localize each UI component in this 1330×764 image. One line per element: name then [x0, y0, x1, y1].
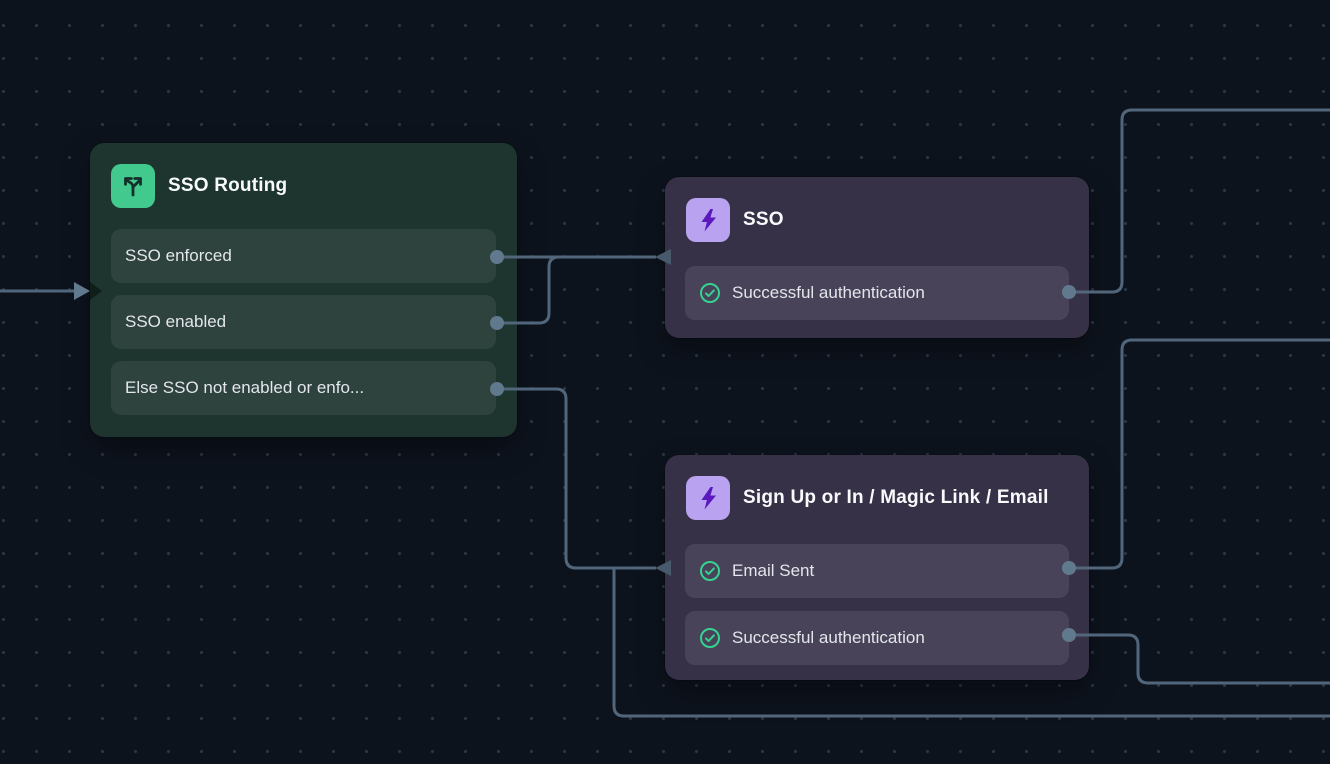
node-sso-routing[interactable]: SSO Routing SSO enforced SSO enabled Els… — [90, 143, 517, 437]
edge-sso-success-to-offscreen[interactable] — [1069, 108, 1330, 294]
condition-row-else[interactable]: Else SSO not enabled or enfo... — [111, 361, 496, 415]
edge-email-sent-to-offscreen[interactable] — [1069, 338, 1330, 570]
check-circle-icon — [699, 627, 721, 649]
edge-arrowhead-icon — [74, 282, 90, 300]
edge-sso-enabled-to-sso[interactable] — [497, 255, 656, 325]
row-label: SSO enforced — [125, 246, 232, 265]
node-title: Sign Up or In / Magic Link / Email — [743, 487, 1049, 508]
node-sign-up-or-in[interactable]: Sign Up or In / Magic Link / Email Email… — [665, 455, 1089, 680]
node-header: Sign Up or In / Magic Link / Email — [665, 455, 1089, 520]
edge-else-to-sign-up[interactable] — [497, 387, 656, 570]
condition-row-sso-enforced[interactable]: SSO enforced — [111, 229, 496, 283]
output-row-successful-authentication[interactable]: Successful authentication — [685, 266, 1069, 320]
node-title: SSO Routing — [168, 175, 288, 196]
lightning-icon — [686, 476, 730, 520]
node-header: SSO — [665, 177, 1089, 242]
condition-row-sso-enabled[interactable]: SSO enabled — [111, 295, 496, 349]
node-title: SSO — [743, 209, 784, 230]
node-header: SSO Routing — [90, 143, 517, 208]
check-circle-icon — [699, 560, 721, 582]
output-row-successful-authentication[interactable]: Successful authentication — [685, 611, 1069, 665]
row-label: Else SSO not enabled or enfo... — [125, 378, 365, 397]
branch-split-icon — [111, 164, 155, 208]
lightning-icon — [686, 198, 730, 242]
edge-signup-success-to-offscreen[interactable] — [1069, 633, 1330, 685]
row-label: Successful authentication — [732, 628, 925, 647]
node-sso[interactable]: SSO Successful authentication — [665, 177, 1089, 338]
row-label: SSO enabled — [125, 312, 227, 331]
row-label: Email Sent — [732, 561, 815, 580]
row-label: Successful authentication — [732, 283, 925, 302]
check-circle-icon — [699, 282, 721, 304]
output-row-email-sent[interactable]: Email Sent — [685, 544, 1069, 598]
